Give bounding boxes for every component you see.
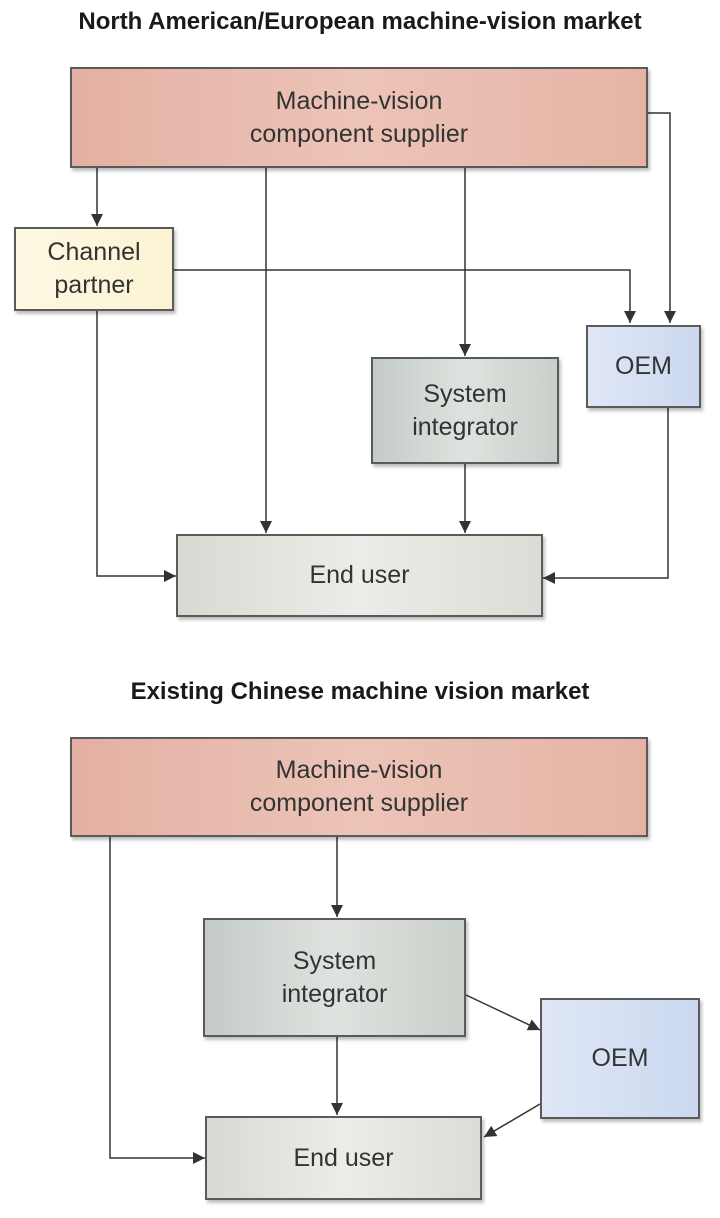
node-label-line: integrator [281, 979, 388, 1008]
connector-channel-partner-to-oem [174, 269, 636, 323]
diagram-title-chinese: Existing Chinese machine vision market [130, 678, 590, 705]
connector-supplier-to-oem [648, 112, 676, 323]
connector-oem-to-end-user [543, 408, 669, 584]
node-component-supplier: Machine-vision component supplier [70, 67, 648, 168]
node-label-line: component supplier [249, 789, 469, 817]
node-system-integrator: System integrator [203, 918, 466, 1037]
node-component-supplier: Machine-vision component supplier [70, 737, 648, 837]
connector-oem-to-end-user-2 [483, 1103, 541, 1138]
node-label-line: End user [293, 1143, 394, 1172]
node-oem: OEM [586, 325, 701, 408]
node-label-line: System [423, 379, 507, 408]
node-label-line: OEM [591, 1044, 649, 1072]
node-channel-partner: Channel partner [14, 227, 174, 311]
node-label-line: Machine-vision [275, 86, 443, 115]
connector-channel-partner-to-end-user [96, 311, 176, 582]
connector-system-integrator-to-oem-2 [465, 994, 541, 1031]
connector-supplier-to-end-user-2 [109, 837, 205, 1164]
node-label-line: System [292, 946, 377, 975]
node-system-integrator: System integrator [371, 357, 559, 464]
node-label-line: component supplier [249, 119, 469, 148]
node-label-line: Machine-vision [275, 756, 443, 784]
node-oem: OEM [540, 998, 700, 1119]
node-label-line: End user [309, 561, 410, 589]
node-label-line: integrator [412, 412, 518, 441]
node-label-line: OEM [615, 352, 672, 380]
node-label-line: Channel [47, 238, 141, 266]
node-end-user: End user [205, 1116, 482, 1200]
node-label-line: partner [54, 271, 134, 299]
diagram-title-north-american-european: North American/European machine-vision m… [78, 8, 642, 35]
node-end-user: End user [176, 534, 543, 617]
